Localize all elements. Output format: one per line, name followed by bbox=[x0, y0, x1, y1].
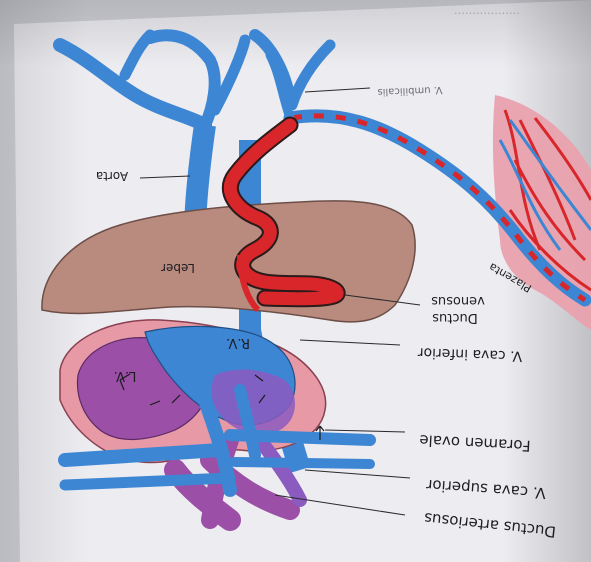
ductus-venosus-label-1: Ductus bbox=[432, 310, 478, 325]
rv-label: R.V. bbox=[226, 335, 250, 350]
ductus-venosus-label-2: venosus bbox=[431, 293, 485, 308]
umbilicalis-label: V. umbilicalis bbox=[377, 84, 442, 97]
leber-label: Leber bbox=[161, 261, 195, 275]
lv-label: L.V. bbox=[114, 368, 137, 383]
svg-text:⋯⋯⋯⋯⋯⋯: ⋯⋯⋯⋯⋯⋯ bbox=[454, 7, 520, 20]
aorta-label: Aorta bbox=[96, 169, 128, 183]
